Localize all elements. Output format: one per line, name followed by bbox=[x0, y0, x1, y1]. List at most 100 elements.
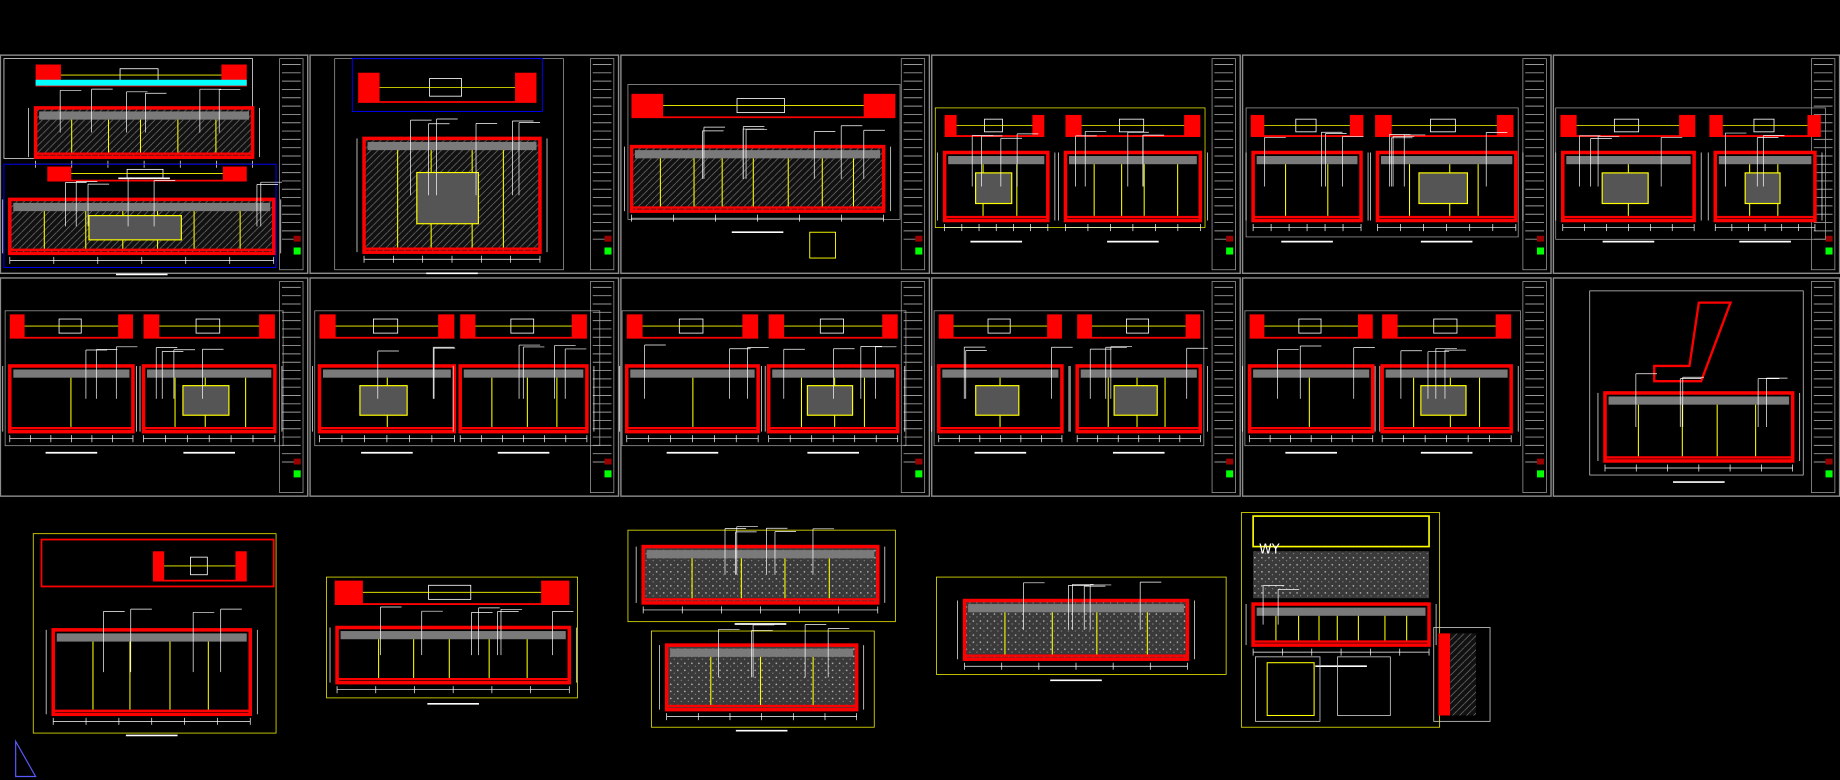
elevation-view bbox=[1707, 132, 1823, 243]
viewport-frame bbox=[326, 576, 578, 699]
feature-panel bbox=[1601, 172, 1649, 205]
viewport-frame bbox=[1240, 512, 1441, 728]
title-block-stamp bbox=[1825, 458, 1833, 465]
ceiling-plan bbox=[1249, 314, 1373, 339]
viewport-frame bbox=[650, 630, 875, 728]
ceiling-plan bbox=[1709, 114, 1821, 137]
title-block-frame bbox=[1811, 281, 1836, 493]
feature-panel bbox=[806, 385, 854, 416]
title-block-frame bbox=[279, 58, 304, 271]
ceiling-plan bbox=[152, 551, 247, 582]
title-block-frame bbox=[1211, 281, 1236, 493]
column bbox=[863, 93, 896, 118]
column bbox=[1032, 114, 1045, 137]
column bbox=[1249, 314, 1265, 338]
elevation-view bbox=[2, 346, 141, 454]
column bbox=[1807, 114, 1821, 137]
sheet-frame bbox=[0, 277, 309, 497]
column bbox=[1495, 314, 1512, 338]
column bbox=[334, 580, 363, 605]
ceiling-band bbox=[322, 369, 451, 378]
sheet-frame bbox=[1241, 54, 1552, 274]
title-block bbox=[590, 58, 615, 271]
title-block-frame bbox=[590, 58, 615, 271]
wall-outline bbox=[33, 106, 255, 159]
feature-panel bbox=[1418, 172, 1468, 205]
elevation-view bbox=[635, 526, 886, 625]
chair-detail bbox=[1266, 662, 1315, 717]
viewport-frame bbox=[627, 529, 896, 623]
column bbox=[1709, 114, 1723, 137]
ceiling-band bbox=[670, 648, 854, 657]
title-block-stamp bbox=[1536, 247, 1544, 255]
wall-outline bbox=[1380, 364, 1513, 434]
wall-outline bbox=[1251, 150, 1363, 223]
detail-view bbox=[1255, 656, 1321, 722]
title-block-frame bbox=[900, 281, 926, 493]
ceiling-plan bbox=[944, 114, 1045, 137]
viewport-frame bbox=[314, 310, 601, 447]
wall-outline bbox=[664, 643, 859, 712]
drawing-sheet bbox=[1241, 54, 1552, 274]
feature-panel bbox=[1420, 385, 1467, 416]
plan-strip bbox=[35, 79, 247, 86]
feature-panel bbox=[182, 385, 230, 416]
title-block-stamp bbox=[1825, 470, 1833, 478]
elevation-view bbox=[1245, 585, 1437, 668]
elevation-view bbox=[1597, 373, 1801, 483]
column bbox=[1065, 114, 1082, 137]
column bbox=[882, 314, 898, 338]
title-block-stamp bbox=[1825, 247, 1833, 255]
column bbox=[1375, 114, 1392, 137]
column bbox=[1077, 314, 1092, 338]
wall-outline bbox=[335, 625, 572, 685]
drawing-sheet bbox=[309, 277, 620, 497]
ceiling-plan bbox=[143, 314, 275, 339]
feature-panel bbox=[1113, 385, 1158, 416]
viewport-frame bbox=[627, 84, 901, 220]
feature-panel bbox=[1744, 172, 1781, 205]
title-block-frame bbox=[900, 58, 926, 271]
wall-outline bbox=[1375, 150, 1518, 223]
wall-outline bbox=[942, 150, 1050, 223]
viewport-frame bbox=[1244, 310, 1521, 447]
drawing-sheets bbox=[0, 54, 1840, 497]
elevation-view bbox=[1374, 347, 1519, 454]
section-fill bbox=[1450, 633, 1476, 716]
title-block-frame bbox=[279, 281, 304, 493]
drawing-sheet bbox=[931, 54, 1241, 274]
elevation-view bbox=[619, 344, 769, 454]
detail-view bbox=[809, 231, 837, 259]
column bbox=[1382, 314, 1398, 338]
column bbox=[118, 314, 133, 338]
column bbox=[742, 314, 759, 338]
column bbox=[319, 314, 336, 338]
wall-outline bbox=[51, 628, 253, 717]
sheet-frame bbox=[931, 54, 1241, 274]
elevation-view bbox=[28, 88, 260, 180]
column bbox=[626, 314, 643, 338]
ceiling-band bbox=[948, 156, 1045, 165]
title-block-stamp bbox=[1226, 458, 1234, 465]
drawing-sheet bbox=[1241, 277, 1552, 497]
title-block bbox=[1811, 281, 1836, 493]
title-block-stamp bbox=[1536, 235, 1544, 242]
ceiling-band bbox=[968, 604, 1184, 613]
title-block bbox=[1522, 281, 1547, 493]
title-block bbox=[1211, 58, 1236, 271]
column bbox=[152, 551, 165, 581]
title-block-stamp bbox=[915, 247, 923, 255]
drawing-sheet bbox=[620, 54, 931, 274]
elevation-view bbox=[1058, 131, 1208, 243]
ceiling-plan bbox=[358, 72, 537, 103]
wall-outline bbox=[1075, 364, 1203, 434]
column bbox=[768, 314, 785, 338]
ceiling-plan bbox=[768, 314, 898, 339]
ceiling-plan bbox=[1382, 314, 1512, 339]
wy-label: WY bbox=[1259, 543, 1280, 558]
elevation-view bbox=[937, 133, 1056, 243]
ceiling-band bbox=[1385, 369, 1508, 378]
ceiling-band bbox=[13, 202, 271, 212]
ceiling-band bbox=[1256, 607, 1426, 616]
